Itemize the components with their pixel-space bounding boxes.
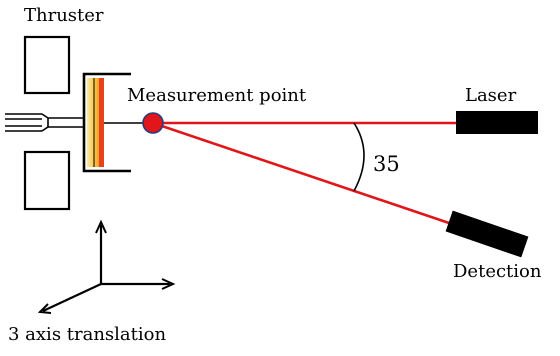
detection-device [445, 210, 529, 258]
angle-arc [353, 122, 365, 192]
measurement-point-label: Measurement point [127, 85, 307, 106]
gas-feed-tube [5, 113, 84, 132]
laser-device [456, 111, 538, 134]
laser-label: Laser [465, 85, 517, 106]
thruster-label: Thruster [24, 5, 104, 26]
measurement-point-marker [142, 112, 164, 134]
thruster [5, 35, 143, 211]
detection-label: Detection [453, 261, 542, 282]
translation-axes [37, 219, 176, 314]
thruster-top-block [23, 35, 71, 95]
thruster-channel [82, 72, 131, 173]
detection-beam [152, 121, 453, 226]
translation-label: 3 axis translation [8, 324, 166, 345]
thruster-bottom-block [23, 150, 71, 211]
angle-label: 35 [373, 152, 400, 176]
plasma-plume-core [99, 78, 104, 167]
